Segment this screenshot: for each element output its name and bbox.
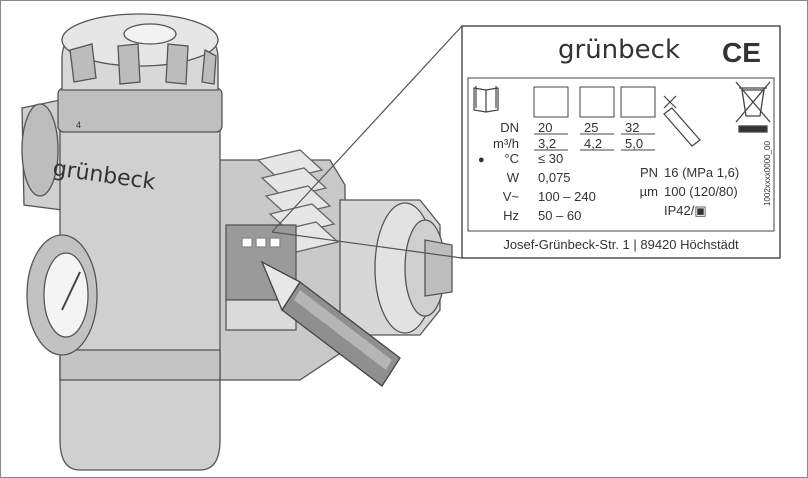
size-2-flow: 4,2	[584, 136, 602, 151]
pn-label: PN	[640, 165, 658, 180]
dn-label: DN	[500, 120, 519, 135]
size-3-dn: 32	[625, 120, 639, 135]
type-plate: grünbeck CE	[461, 25, 781, 259]
size-boxes	[533, 86, 656, 151]
marker-pen	[260, 260, 401, 387]
left-pipe-ring	[21, 103, 59, 197]
size-1-flow: 3,2	[538, 136, 556, 151]
pipe-end	[424, 239, 453, 297]
freq-value: 50 – 60	[538, 208, 581, 223]
display-segments	[241, 237, 281, 248]
weee-bin-icon	[735, 81, 771, 133]
gauge-dial	[43, 252, 89, 338]
power-value: 0,075	[538, 170, 571, 185]
callout-lines	[271, 25, 463, 259]
cap-center	[123, 23, 177, 45]
size-2-dn: 25	[584, 120, 598, 135]
plate-address: Josef-Grünbeck-Str. 1 | 89420 Höchstädt	[503, 237, 739, 252]
power-label: W	[507, 170, 520, 185]
filter-device	[21, 13, 453, 471]
temp-label: °C	[504, 151, 519, 166]
drop-icon: ●	[478, 154, 485, 166]
pen-tip	[260, 260, 301, 312]
voltage-value: 100 – 240	[538, 189, 596, 204]
flow-label: m³/h	[493, 136, 519, 151]
no-marker-icon	[663, 95, 701, 147]
size-3-flow: 5,0	[625, 136, 643, 151]
voltage-label: V~	[503, 189, 520, 204]
plate-brand: grünbeck	[558, 35, 680, 65]
manual-icon	[473, 86, 499, 113]
body-band	[59, 349, 221, 381]
body-collar	[57, 87, 223, 133]
plate-border	[461, 25, 781, 259]
mesh-label: µm	[640, 184, 658, 199]
ip-value: IP42/▣	[664, 203, 707, 218]
ce-mark: CE	[722, 37, 761, 68]
cap-mark: 4	[76, 120, 81, 130]
doc-number: 1002xxxx0000_00	[763, 141, 772, 206]
temp-value: ≤ 30	[538, 151, 563, 166]
cap-grips	[69, 43, 217, 85]
pn-value: 16 (MPa 1,6)	[664, 165, 739, 180]
pen-highlight	[294, 290, 392, 370]
gauge-needle	[61, 271, 81, 311]
mesh-value: 100 (120/80)	[664, 184, 738, 199]
freq-label: Hz	[503, 208, 519, 223]
size-1-dn: 20	[538, 120, 552, 135]
